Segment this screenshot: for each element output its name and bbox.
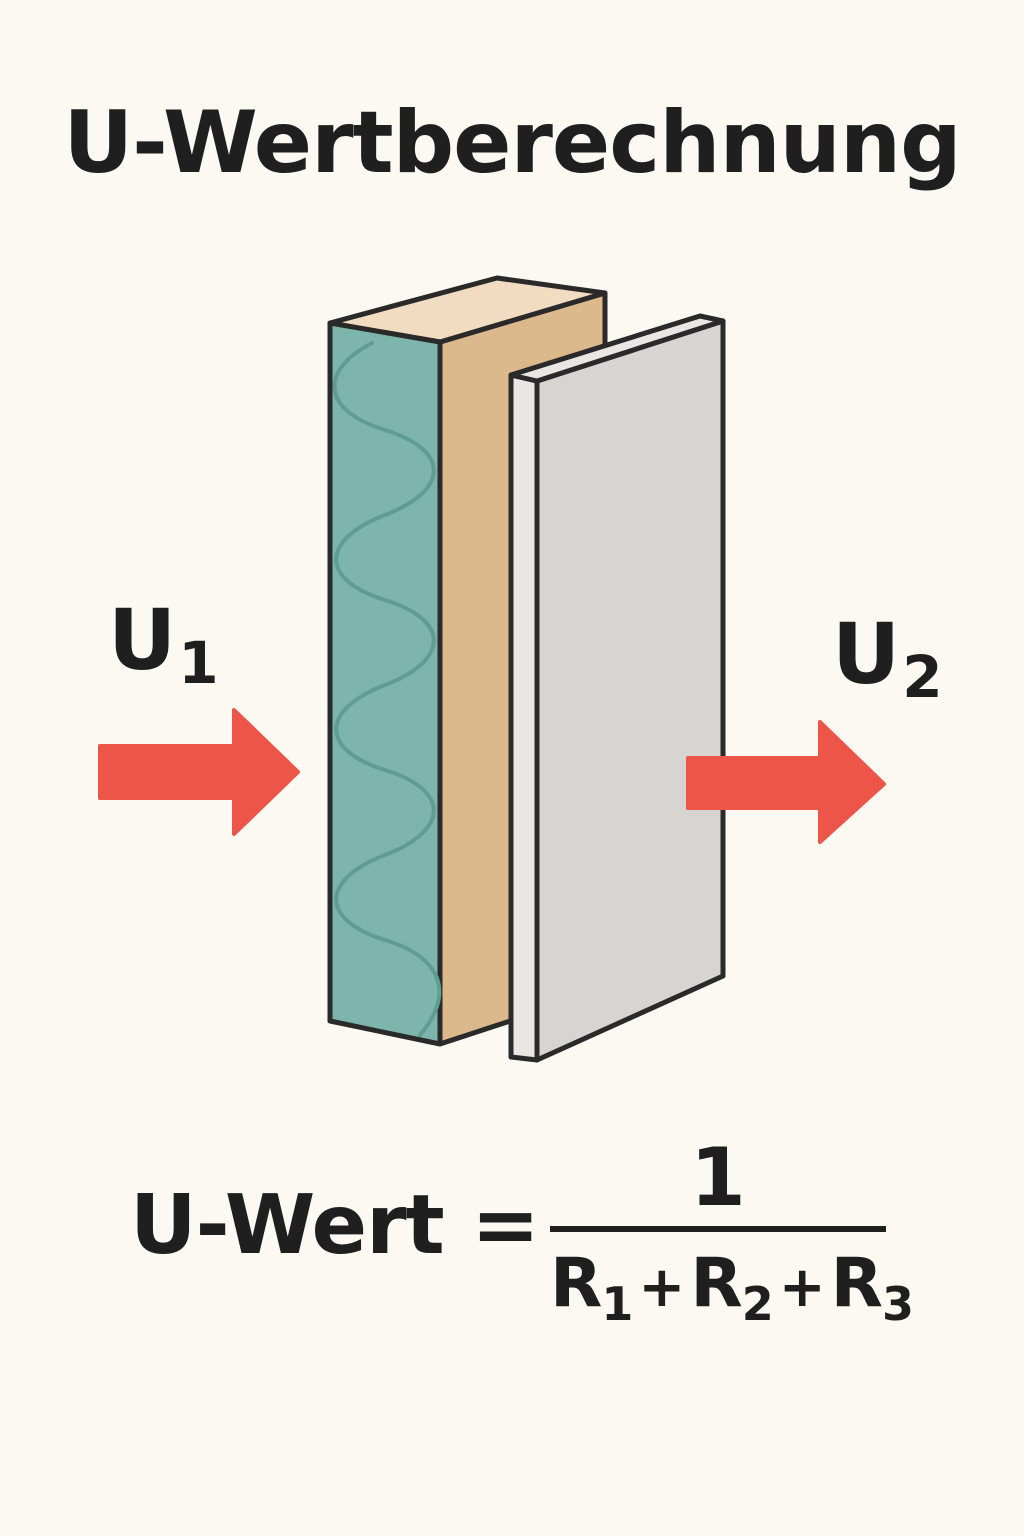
arrow-in-icon: [98, 708, 300, 836]
insulation-wave-pattern: [332, 341, 442, 1037]
formula-lhs: U-Wert =: [130, 1178, 540, 1273]
formula-numerator: 1: [690, 1131, 746, 1224]
plus-sign: +: [638, 1255, 685, 1320]
arrow-out-icon: [686, 720, 886, 844]
u1-main: U: [108, 591, 177, 689]
term-r2: R2: [690, 1244, 773, 1331]
u-value-formula: U-Wert = 1 R1+R2+R3: [130, 1131, 930, 1350]
board-top-edge: [508, 313, 726, 384]
page-title: U-Wertberechnung: [63, 93, 961, 193]
plus-sign: +: [778, 1255, 826, 1320]
formula-denominator: R1+R2+R3: [550, 1250, 914, 1328]
u1-label: U1: [108, 598, 219, 692]
u2-sub: 2: [902, 643, 943, 711]
board-front-face: [534, 318, 726, 1063]
u2-main: U: [832, 605, 901, 703]
board-left-edge: [508, 372, 540, 1063]
u2-label: U2: [832, 612, 943, 706]
term-r3: R3: [830, 1244, 914, 1331]
term-r1: R1: [550, 1244, 633, 1331]
fraction-bar: [550, 1226, 886, 1232]
u1-sub: 1: [178, 629, 219, 697]
